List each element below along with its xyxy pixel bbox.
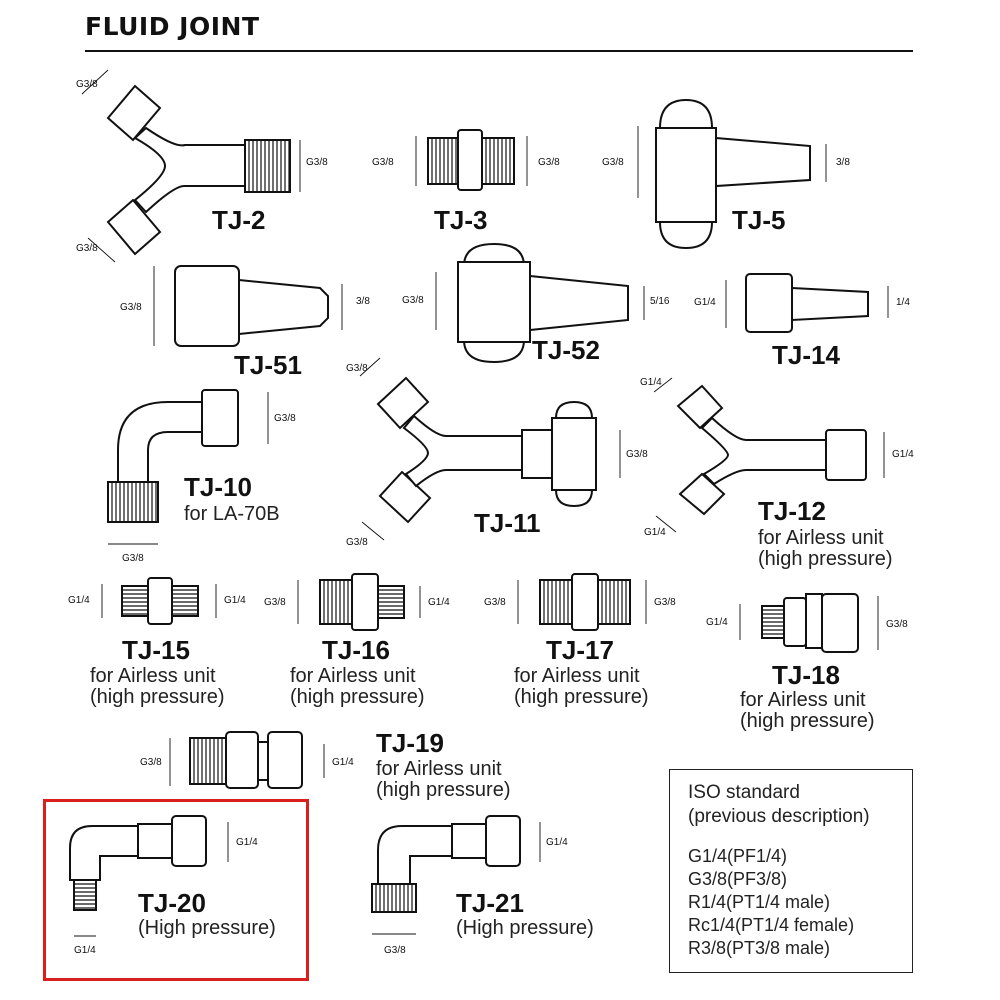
tj2-dim-bottom: G3/8 bbox=[76, 243, 98, 254]
tj20-drawing bbox=[69, 815, 229, 937]
tj3-dim-left: G3/8 bbox=[372, 157, 394, 168]
iso-line: Rc1/4(PT1/4 female) bbox=[688, 915, 855, 935]
tj12-note1: for Airless unit bbox=[758, 527, 884, 549]
tj17-drawing bbox=[517, 573, 647, 631]
tj52-dim-right: 5/16 bbox=[650, 296, 670, 307]
tj20-highlight-box bbox=[43, 799, 309, 981]
tj16-dim-right: G1/4 bbox=[428, 597, 450, 608]
tj17-note2: (high pressure) bbox=[514, 686, 649, 708]
tj5-dim-left: G3/8 bbox=[602, 157, 624, 168]
tj11-dim-top: G3/8 bbox=[346, 363, 368, 374]
tj19-name: TJ-19 bbox=[376, 728, 444, 758]
iso-standard-box: ISO standard (previous description) G1/4… bbox=[669, 769, 913, 973]
tj20-name: TJ-20 bbox=[138, 888, 206, 918]
tj11-dim-right: G3/8 bbox=[626, 449, 648, 460]
tj19-note2: (high pressure) bbox=[376, 779, 511, 801]
tj15-drawing bbox=[101, 577, 217, 625]
tj16-note1: for Airless unit bbox=[290, 665, 416, 687]
tj19-dim-left: G3/8 bbox=[140, 757, 162, 768]
iso-line: R1/4(PT1/4 male) bbox=[688, 892, 831, 912]
iso-line: G3/8(PF3/8) bbox=[688, 869, 788, 889]
tj14-name: TJ-14 bbox=[772, 340, 840, 370]
tj12-note2: (high pressure) bbox=[758, 548, 893, 570]
tj19-drawing bbox=[169, 731, 325, 789]
tj51-dim-left: G3/8 bbox=[120, 302, 142, 313]
tj3-dim-right: G3/8 bbox=[538, 157, 560, 168]
tj16-name: TJ-16 bbox=[322, 635, 390, 665]
tj18-name: TJ-18 bbox=[772, 660, 840, 690]
tj12-dim-bottom: G1/4 bbox=[644, 527, 666, 538]
tj12-dim-right: G1/4 bbox=[892, 449, 914, 460]
tj16-note2: (high pressure) bbox=[290, 686, 425, 708]
page-title: FLUID JOINT bbox=[85, 12, 260, 41]
tj10-name: TJ-10 bbox=[184, 472, 252, 502]
tj10-note: for LA-70B bbox=[184, 503, 280, 525]
tj52-drawing bbox=[435, 242, 645, 364]
tj16-dim-left: G3/8 bbox=[264, 597, 286, 608]
tj17-name: TJ-17 bbox=[546, 635, 614, 665]
tj19-note1: for Airless unit bbox=[376, 758, 502, 780]
iso-title: ISO standard bbox=[688, 782, 800, 803]
tj2-name: TJ-2 bbox=[212, 205, 266, 235]
tj51-drawing bbox=[153, 265, 343, 347]
tj20-dim-bottom: G1/4 bbox=[74, 945, 96, 956]
tj15-note2: (high pressure) bbox=[90, 686, 225, 708]
tj12-drawing bbox=[653, 377, 885, 533]
iso-line: R3/8(PT3/8 male) bbox=[688, 938, 831, 958]
tj11-dim-bottom: G3/8 bbox=[346, 537, 368, 548]
tj52-dim-left: G3/8 bbox=[402, 295, 424, 306]
tj21-name: TJ-21 bbox=[456, 888, 524, 918]
tj18-note1: for Airless unit bbox=[740, 689, 866, 711]
tj12-dim-top: G1/4 bbox=[640, 377, 662, 388]
title-underline bbox=[85, 50, 913, 52]
tj10-dim-bottom: G3/8 bbox=[122, 553, 144, 564]
tj19-dim-right: G1/4 bbox=[332, 757, 354, 768]
tj21-dim-right: G1/4 bbox=[546, 837, 568, 848]
tj3-name: TJ-3 bbox=[434, 205, 488, 235]
tj21-drawing bbox=[371, 815, 541, 935]
tj21-dim-bottom: G3/8 bbox=[384, 945, 406, 956]
tj17-dim-left: G3/8 bbox=[484, 597, 506, 608]
tj12-name: TJ-12 bbox=[758, 496, 826, 526]
tj14-drawing bbox=[725, 273, 889, 333]
tj20-note: (High pressure) bbox=[138, 917, 276, 939]
tj18-dim-left: G1/4 bbox=[706, 617, 728, 628]
tj15-dim-left: G1/4 bbox=[68, 595, 90, 606]
tj52-name: TJ-52 bbox=[532, 335, 600, 365]
tj18-note2: (high pressure) bbox=[740, 710, 875, 732]
tj11-name: TJ-11 bbox=[474, 508, 541, 538]
tj15-note1: for Airless unit bbox=[90, 665, 216, 687]
tj5-dim-right: 3/8 bbox=[836, 157, 850, 168]
tj51-dim-right: 3/8 bbox=[356, 296, 370, 307]
tj18-dim-right: G3/8 bbox=[886, 619, 908, 630]
tj14-dim-left: G1/4 bbox=[694, 297, 716, 308]
tj2-dim-right: G3/8 bbox=[306, 157, 328, 168]
tj15-name: TJ-15 bbox=[122, 635, 190, 665]
tj20-dim-right: G1/4 bbox=[236, 837, 258, 848]
tj11-drawing bbox=[359, 357, 621, 541]
tj15-dim-right: G1/4 bbox=[224, 595, 246, 606]
tj2-dim-top: G3/8 bbox=[76, 79, 98, 90]
tj17-note1: for Airless unit bbox=[514, 665, 640, 687]
tj21-note: (High pressure) bbox=[456, 917, 594, 939]
iso-subtitle: (previous description) bbox=[688, 806, 870, 827]
tj10-dim-right: G3/8 bbox=[274, 413, 296, 424]
tj2-drawing bbox=[81, 69, 301, 263]
tj51-name: TJ-51 bbox=[234, 350, 302, 380]
iso-line: G1/4(PF1/4) bbox=[688, 846, 788, 866]
tj14-dim-right: 1/4 bbox=[896, 297, 910, 308]
tj5-drawing bbox=[637, 98, 827, 250]
tj17-dim-right: G3/8 bbox=[654, 597, 676, 608]
tj5-name: TJ-5 bbox=[732, 205, 786, 235]
tj18-drawing bbox=[739, 593, 879, 653]
